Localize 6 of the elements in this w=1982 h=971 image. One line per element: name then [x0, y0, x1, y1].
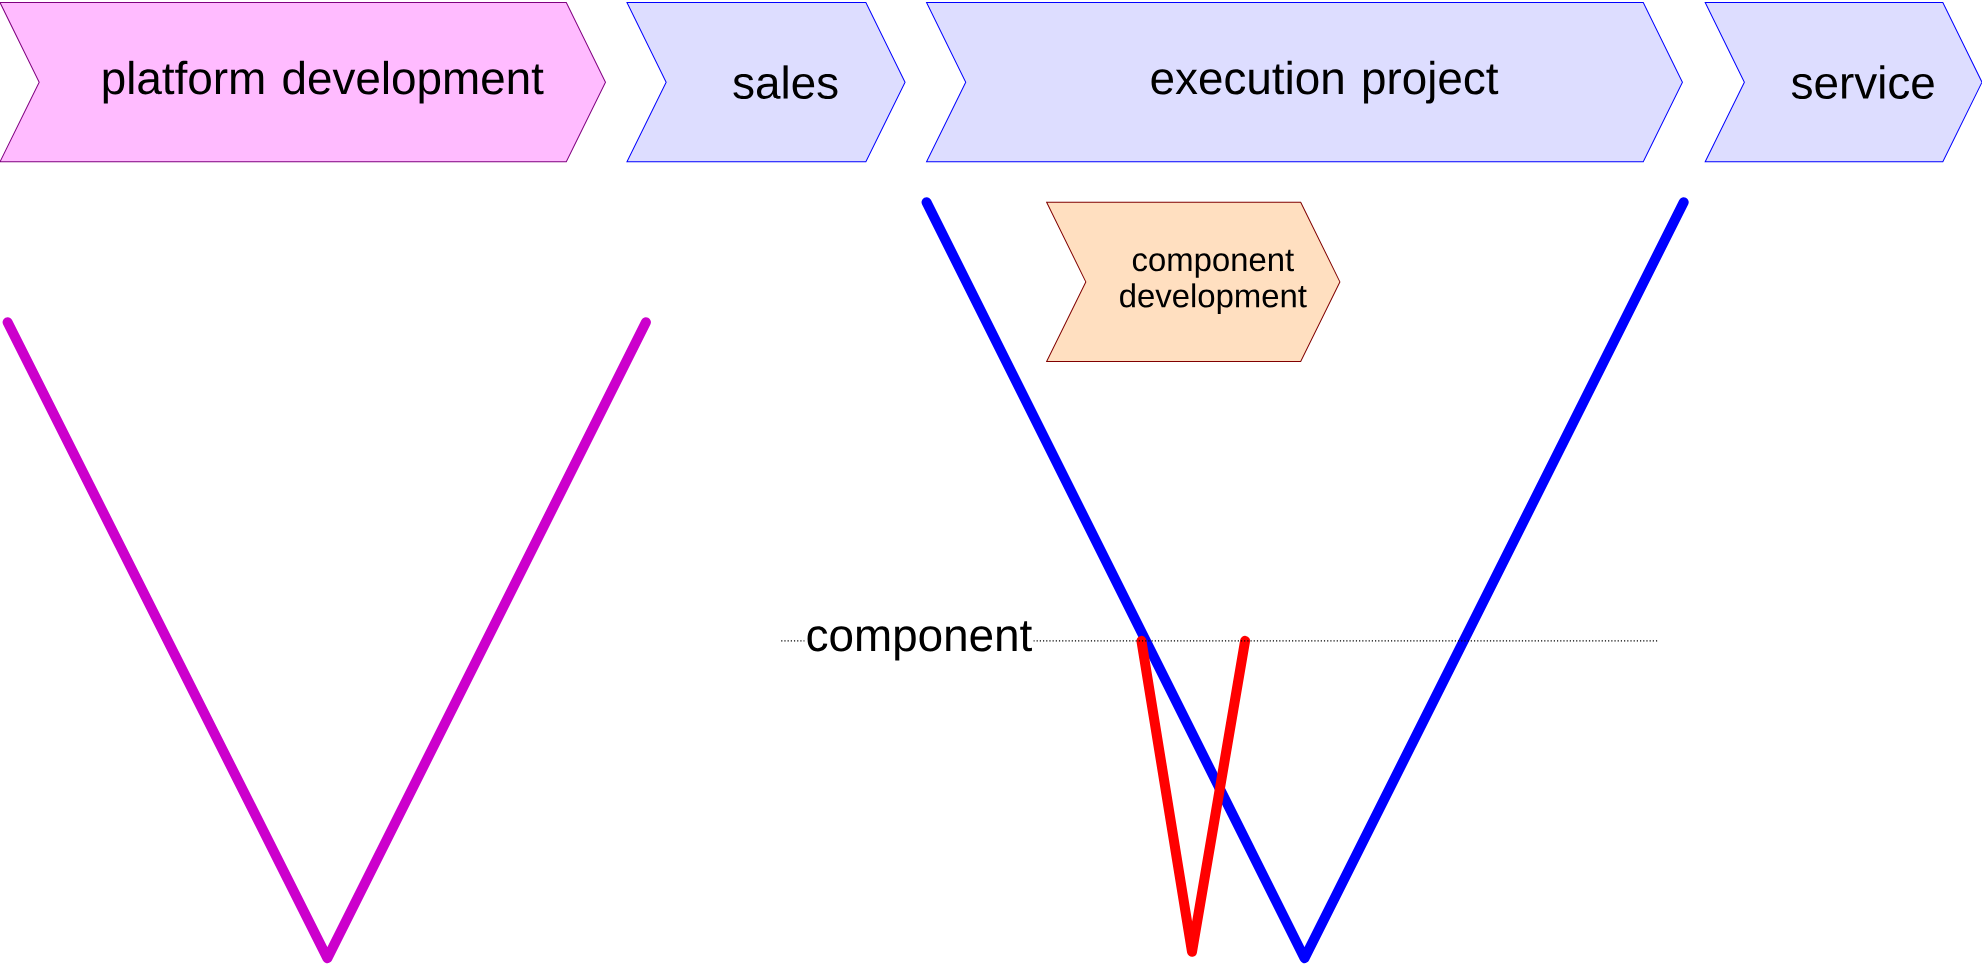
chevron-box: service	[1704, 2, 1982, 163]
chevron-box: execution project	[926, 2, 1683, 163]
chevron-box: component development	[1046, 201, 1341, 363]
chevron-box: sales	[626, 2, 906, 163]
axis-label: component	[804, 620, 1034, 662]
chevron-box: platform development	[0, 2, 606, 163]
